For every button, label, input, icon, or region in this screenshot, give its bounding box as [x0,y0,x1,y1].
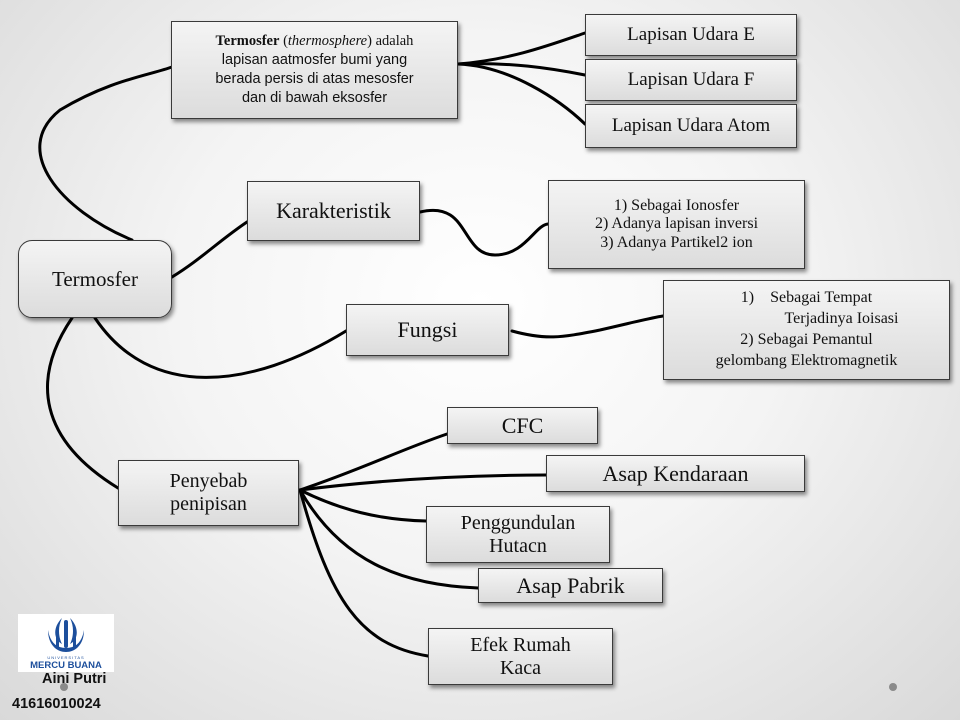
cause-label: Asap Pabrik [516,572,625,598]
karakteristik-item: 2) Adanya lapisan inversi [594,215,759,233]
fungsi-item: gelombang Elektromagnetik [715,351,898,369]
definition-term-english: thermosphere [287,33,368,50]
definition-line-2: lapisan aatmosfer bumi yang [221,52,408,69]
definition-line-1-rest: adalah [371,33,414,50]
fungsi-list-box: 1) Sebagai Tempat Terjadinya Ioisasi 2) … [663,280,950,380]
root-label: Termosfer [52,266,138,291]
logo-subtext: UNIVERSITAS [47,655,85,660]
cause-label: CFC [501,412,544,438]
karakteristik-list-box: 1) Sebagai Ionosfer 2) Adanya lapisan in… [548,180,805,269]
cause-box-efek-rumah-kaca: Efek Rumah Kaca [428,628,613,685]
layer-box-atom: Lapisan Udara Atom [585,104,797,148]
karakteristik-node: Karakteristik [247,181,420,241]
penyebab-label: Penyebab penipisan [169,470,248,515]
cause-label: Efek Rumah Kaca [470,633,571,679]
layer-label: Lapisan Udara Atom [611,115,771,137]
root-node-termosfer: Termosfer [18,240,172,318]
fungsi-item: 1) Sebagai Tempat [740,289,873,307]
definition-term: Termosfer [215,33,280,50]
fungsi-item: 2) Sebagai Pemantul [740,331,873,348]
penyebab-node: Penyebab penipisan [118,460,299,526]
karakteristik-item: 3) Adanya Partikel2 ion [600,233,753,251]
fungsi-item: Terjadinya Ioisasi [784,310,899,328]
karakteristik-item: 1) Sebagai Ionosfer [613,196,740,214]
fungsi-label: Fungsi [397,317,458,343]
cause-label: Penggundulan Hutacn [460,511,576,557]
cause-box-asap-kendaraan: Asap Kendaraan [546,455,805,492]
layer-label: Lapisan Udara E [627,24,755,46]
slide-dot-right [889,683,897,691]
logo-text: MERCU BUANA [30,660,102,671]
cause-box-asap-pabrik: Asap Pabrik [478,568,663,603]
definition-line-4: dan di bawah eksosfer [241,89,388,106]
slide-dot-left [60,683,68,691]
cause-label: Asap Kendaraan [602,460,749,486]
layer-box-e: Lapisan Udara E [585,14,797,56]
layer-box-f: Lapisan Udara F [585,59,797,101]
mercu-buana-logo-icon: UNIVERSITAS MERCU BUANA [18,614,114,672]
definition-line-3: berada persis di atas mesosfer [215,71,414,87]
author-name: Aini Putri [42,671,107,687]
definition-box: Termosfer (thermosphere) adalah lapisan … [171,21,458,119]
layer-label: Lapisan Udara F [627,69,755,91]
definition-line-1: Termosfer (thermosphere) adalah [215,33,414,50]
author-id: 41616010024 [12,696,101,712]
karakteristik-label: Karakteristik [276,198,391,224]
fungsi-node: Fungsi [346,304,509,356]
cause-box-penggundulan: Penggundulan Hutacn [426,506,610,563]
cause-box-cfc: CFC [447,407,598,444]
